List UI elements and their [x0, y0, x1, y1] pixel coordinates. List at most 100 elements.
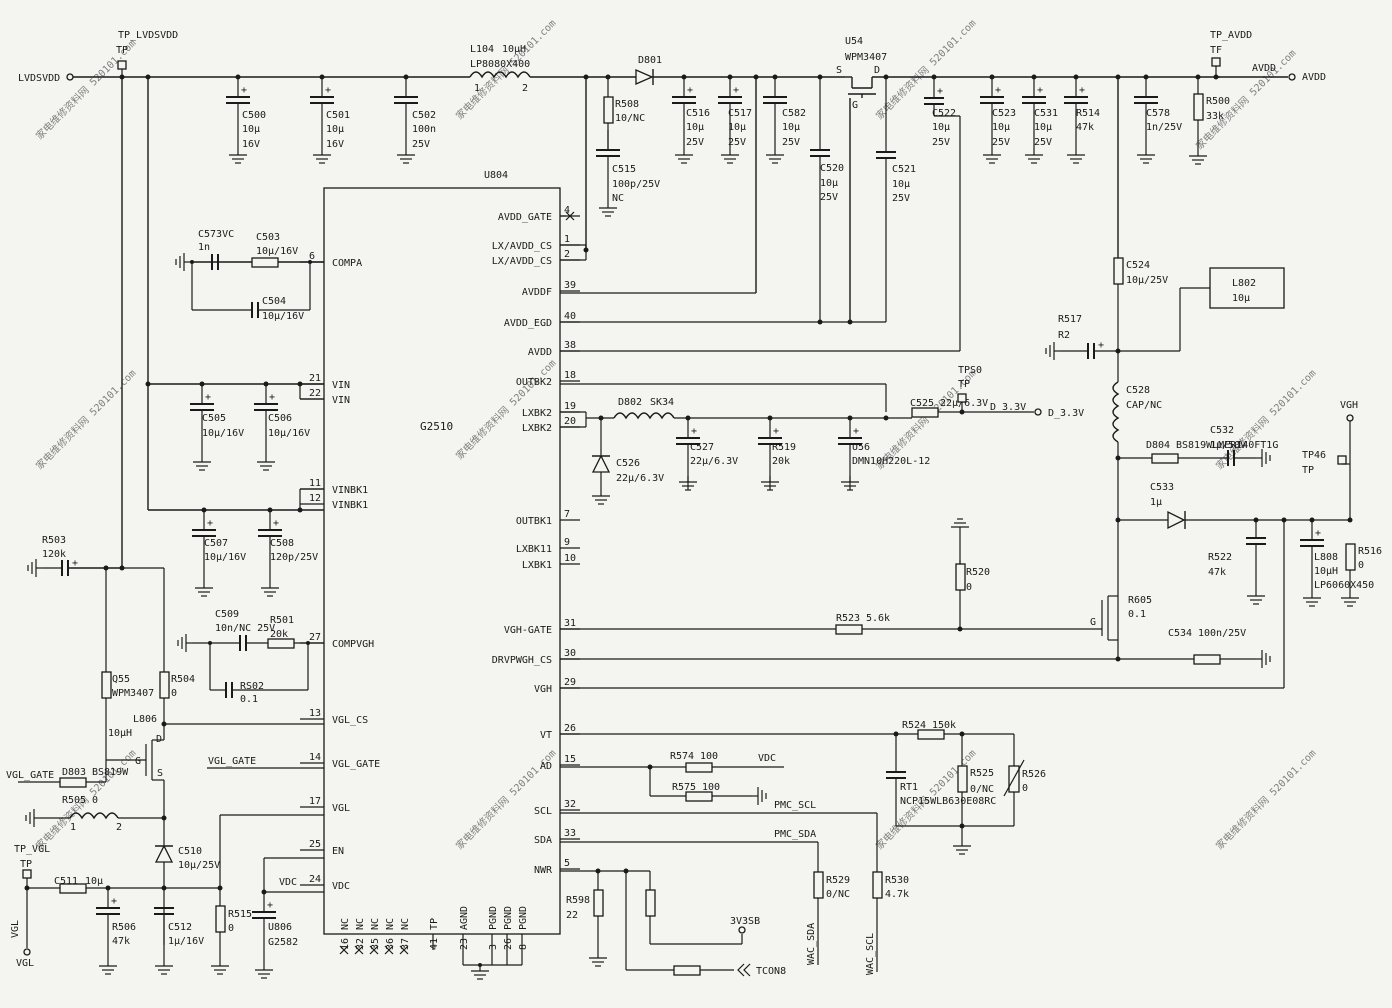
pin-number: 39 — [564, 280, 576, 291]
svg-text:R505: R505 — [62, 795, 86, 806]
svg-text:1: 1 — [70, 822, 76, 833]
svg-text:R522: R522 — [1208, 552, 1232, 563]
svg-text:WAC_SCL: WAC_SCL — [865, 933, 876, 975]
svg-text:VGL_GATE: VGL_GATE — [6, 770, 54, 781]
svg-text:D804: D804 — [1146, 440, 1170, 451]
svg-text:25V: 25V — [820, 192, 838, 203]
svg-text:C523: C523 — [992, 108, 1016, 119]
svg-text:R508: R508 — [615, 99, 639, 110]
svg-text:0: 0 — [228, 923, 234, 934]
svg-text:LP8080X400: LP8080X400 — [470, 59, 530, 70]
svg-text:SK34: SK34 — [650, 397, 674, 408]
svg-text:R504: R504 — [171, 674, 195, 685]
pin-name: COMPVGH — [332, 639, 374, 650]
svg-text:47k: 47k — [112, 936, 130, 947]
svg-text:R574: R574 — [670, 751, 694, 762]
svg-text:25V: 25V — [1034, 137, 1052, 148]
svg-text:R2: R2 — [1058, 330, 1070, 341]
svg-text:D802: D802 — [618, 397, 642, 408]
pin-name: VGH — [534, 684, 552, 695]
svg-text:0/NC: 0/NC — [826, 889, 850, 900]
pin-number: 15 — [564, 754, 576, 765]
svg-text:C527: C527 — [690, 442, 714, 453]
svg-text:R514: R514 — [1076, 108, 1100, 119]
pin-number: 25 — [309, 839, 321, 850]
pin-name: VDC — [332, 881, 350, 892]
pin-name: LXBK11 — [516, 544, 552, 555]
svg-text:DMN10H220L-12: DMN10H220L-12 — [852, 456, 930, 467]
pin-name: AVDD_GATE — [498, 212, 552, 223]
svg-text:10n/NC 25V: 10n/NC 25V — [215, 623, 275, 634]
pin-number: 13 — [309, 708, 321, 719]
pin-number: 30 — [564, 648, 576, 659]
svg-text:R529: R529 — [826, 875, 850, 886]
svg-text:LP6060X450: LP6060X450 — [1314, 580, 1374, 591]
pin-number: 11 — [309, 478, 321, 489]
svg-text:25V: 25V — [992, 137, 1010, 148]
pin-name: VINBK1 — [332, 500, 368, 511]
svg-text:TP: TP — [116, 45, 128, 56]
pin-name: VGH-GATE — [504, 625, 552, 636]
mosfet-u54: U54 WPM3407 S D G — [836, 36, 1220, 322]
svg-text:C522: C522 — [932, 108, 956, 119]
svg-text:16V: 16V — [326, 139, 344, 150]
svg-text:0: 0 — [92, 795, 98, 806]
svg-text:TP_AVDD: TP_AVDD — [1210, 30, 1252, 41]
svg-text:10μ: 10μ — [326, 124, 344, 135]
svg-text:0: 0 — [1358, 560, 1364, 571]
svg-text:C509: C509 — [215, 609, 239, 620]
vt-network: R524 150k RT1 NCP15WLB630E08RC R525 0/NC… — [560, 720, 1046, 855]
svg-text:100n: 100n — [412, 124, 436, 135]
svg-text:120p/25V: 120p/25V — [270, 552, 318, 563]
compa-network: C573VC 1n C503 10μ/16V C504 10μ/16V — [175, 229, 324, 322]
svg-text:120k: 120k — [42, 549, 66, 560]
pin-number: 29 — [564, 677, 576, 688]
svg-text:BS819WLMER140FT1G: BS819WLMER140FT1G — [1176, 440, 1278, 451]
svg-text:D803: D803 — [62, 767, 86, 778]
svg-text:10μ/25V: 10μ/25V — [1126, 275, 1168, 286]
svg-text:0/NC: 0/NC — [970, 784, 994, 795]
pin-name: LXBK1 — [522, 560, 552, 571]
svg-text:TCON8: TCON8 — [756, 966, 786, 977]
pin-number: 21 — [309, 373, 321, 384]
pin-number: 6 — [309, 251, 315, 262]
svg-text:U54: U54 — [845, 36, 863, 47]
pin-number: 26 — [503, 938, 514, 950]
svg-text:5.6k: 5.6k — [866, 613, 890, 624]
svg-text:1μ: 1μ — [1150, 497, 1162, 508]
pin-number: 40 — [564, 311, 576, 322]
mosfet-u56: R605 0.1 G R523 5.6k R520 0 C534 100n/25… — [560, 518, 1284, 689]
svg-text:4.7k: 4.7k — [885, 889, 909, 900]
svg-text:VGL_GATE: VGL_GATE — [208, 756, 256, 767]
svg-text:VGH: VGH — [1340, 400, 1358, 411]
svg-text:1n: 1n — [198, 242, 210, 253]
svg-text:0: 0 — [966, 582, 972, 593]
pin-name: VIN — [332, 380, 350, 391]
pin-number: 9 — [564, 537, 570, 548]
svg-text:R503: R503 — [42, 535, 66, 546]
pin-number: 22 — [309, 388, 321, 399]
pin-number: 4 — [564, 205, 570, 216]
svg-text:G: G — [135, 756, 141, 767]
svg-text:1: 1 — [474, 83, 480, 94]
svg-text:S: S — [836, 65, 842, 76]
svg-text:C533: C533 — [1150, 482, 1174, 493]
svg-text:10μ: 10μ — [686, 122, 704, 133]
svg-text:RS02: RS02 — [240, 681, 264, 692]
svg-text:VGL: VGL — [16, 958, 34, 969]
svg-text:U804: U804 — [484, 170, 508, 181]
svg-text:D_3.3V: D_3.3V — [1048, 408, 1084, 419]
pin-number: 35 — [370, 938, 381, 950]
